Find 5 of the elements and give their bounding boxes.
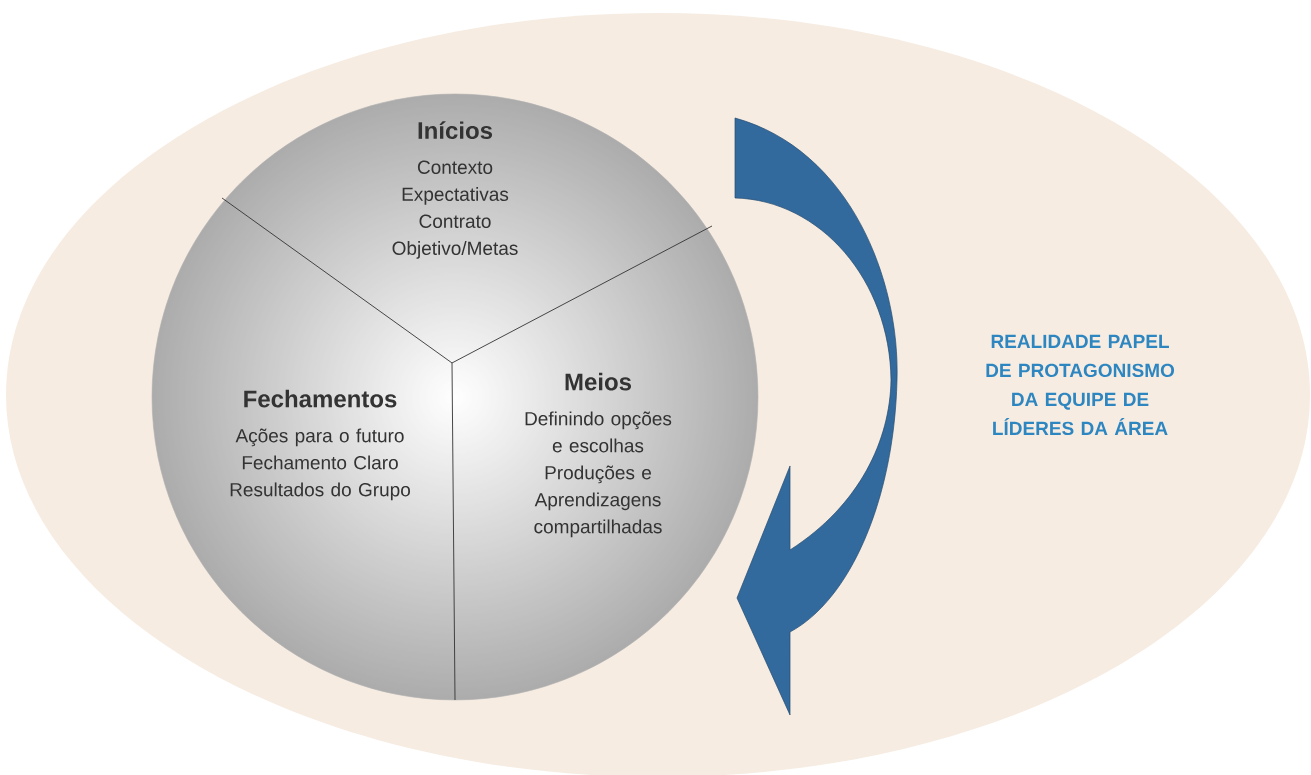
caption-text: REALIDADE PAPEL DE PROTAGONISMO DA EQUIPE DE LÍDERES DA ÁREA: [986, 334, 1175, 436]
sector-text: Inícios Contexto Expectativas Contrato Objetivo/Metas: [392, 121, 518, 259]
sector-text: Meios Definindo opções e escolhas Produções e Aprendizagens compartilhadas: [525, 372, 672, 538]
sector-text: Fechamentos Ações para o futuro Fechamento Claro Resultados do Grupo: [230, 389, 410, 501]
pie-circle: [151, 93, 759, 701]
